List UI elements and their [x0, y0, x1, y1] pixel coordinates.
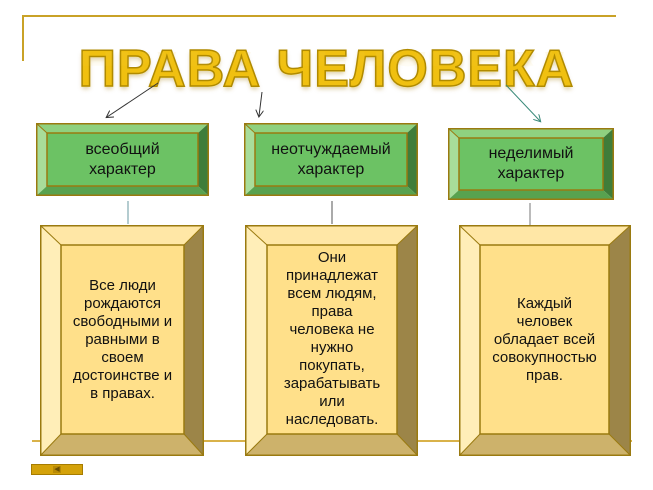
- description-line: совокупностью: [492, 348, 597, 366]
- description-line: рождаются: [84, 294, 161, 312]
- description-line: Все люди: [89, 276, 156, 294]
- decorative-top-line: [22, 15, 616, 17]
- bevel-frame: [448, 128, 614, 200]
- header-line: характер: [497, 165, 565, 182]
- description-line: или: [319, 393, 345, 410]
- bevel-frame: [244, 123, 418, 196]
- bevel-frame: [36, 123, 209, 196]
- description-box-universal: Все люди рождаются свободными и равными …: [40, 225, 204, 456]
- description-line: свободными и: [72, 312, 173, 330]
- back-navigation-button[interactable]: ◀: [31, 464, 83, 475]
- description-box-indivisible: Каждый человек обладает всей совокупност…: [459, 225, 631, 456]
- description-line: покупать,: [299, 357, 365, 374]
- description-line: своем: [101, 348, 144, 366]
- decorative-left-line: [22, 15, 24, 61]
- header-line: характер: [89, 160, 156, 178]
- header-box-inalienable: неотчуждаемый характер: [244, 123, 418, 196]
- description-line: человек: [516, 312, 573, 330]
- description-line: зарабатывать: [283, 375, 381, 392]
- header-line: неделимый: [488, 145, 574, 162]
- description-line: Каждый: [516, 294, 572, 312]
- description-line: права: [311, 303, 353, 320]
- description-box-inalienable: Они принадлежат всем людям, права челове…: [245, 225, 418, 456]
- header-box-universal: всеобщий характер: [36, 123, 209, 196]
- slide-title: ПРАВА ЧЕЛОВЕКА: [78, 39, 575, 99]
- description-line: равными в: [85, 330, 160, 348]
- description-line: прав.: [526, 366, 563, 384]
- description-line: всем людям,: [287, 285, 377, 302]
- header-line: неотчуждаемый: [271, 140, 391, 158]
- bevel-frame: [245, 225, 418, 456]
- description-line: наследовать.: [285, 411, 379, 428]
- header-box-indivisible: неделимый характер: [448, 128, 614, 200]
- description-line: достоинстве и: [72, 366, 173, 384]
- description-line: принадлежат: [285, 267, 379, 284]
- description-line: в правах.: [90, 384, 155, 402]
- bevel-frame: [459, 225, 631, 456]
- description-line: обладает всей: [493, 330, 596, 348]
- header-line: всеобщий: [85, 140, 160, 158]
- header-line: характер: [297, 160, 365, 178]
- description-line: Они: [317, 249, 347, 266]
- bevel-frame: [40, 225, 204, 456]
- description-line: нужно: [310, 339, 354, 356]
- back-arrow-icon: ◀: [53, 466, 61, 473]
- description-line: человека не: [289, 321, 375, 338]
